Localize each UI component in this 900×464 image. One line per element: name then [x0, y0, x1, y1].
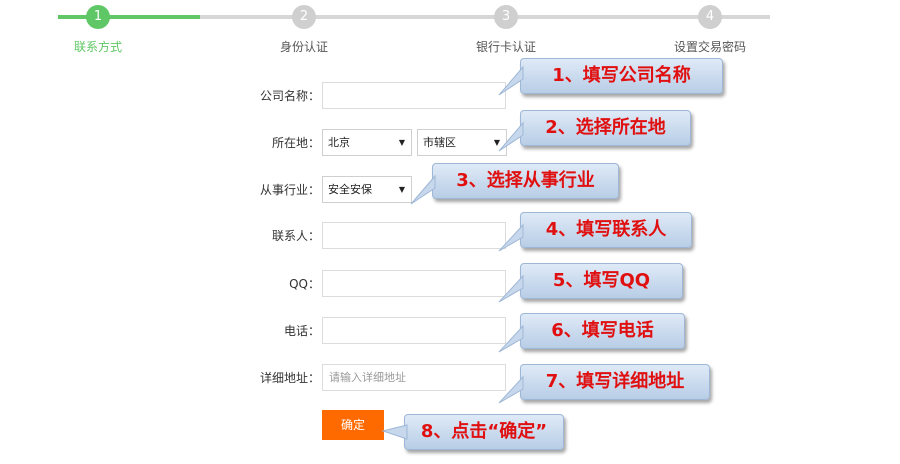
province-select[interactable]: 北京 ▼	[322, 129, 412, 156]
callout-1: 1、填写公司名称	[498, 58, 723, 96]
company-name-input[interactable]	[322, 82, 506, 109]
progress-track-done	[58, 15, 200, 19]
qq-label: QQ：	[289, 277, 320, 291]
step-3-label: 银行卡认证	[475, 40, 537, 54]
callout-6-text: 6、填写电话	[551, 320, 654, 341]
chevron-down-icon: ▼	[398, 138, 405, 147]
step-1-label: 联系方式	[73, 40, 123, 54]
callout-4: 4、填写联系人	[498, 212, 692, 252]
callout-3-text: 3、选择从事行业	[456, 170, 595, 191]
district-select[interactable]: 市辖区 ▼	[417, 129, 507, 156]
callout-2-text: 2、选择所在地	[545, 117, 666, 138]
location-label: 所在地：	[271, 136, 320, 150]
callout-5-text: 5、填写QQ	[552, 270, 651, 291]
callout-2: 2、选择所在地	[498, 110, 691, 152]
province-value: 北京	[328, 136, 350, 149]
qq-input[interactable]	[322, 270, 506, 297]
callout-8: 8、点击“确定”	[381, 414, 564, 450]
callout-pointer	[410, 174, 436, 205]
progress-track-remaining	[200, 15, 770, 19]
callout-4-text: 4、填写联系人	[545, 219, 667, 240]
address-input[interactable]: 请输入详细地址	[322, 364, 506, 391]
callout-pointer	[498, 274, 524, 303]
company-name-label: 公司名称：	[259, 89, 320, 103]
chevron-down-icon: ▼	[398, 185, 405, 194]
step-1-circle: 1	[86, 5, 110, 29]
callout-1-text: 1、填写公司名称	[552, 65, 691, 86]
callout-3: 3、选择从事行业	[410, 163, 619, 205]
callout-6: 6、填写电话	[498, 313, 685, 353]
callout-pointer	[498, 121, 524, 152]
callout-7: 7、填写详细地址	[498, 364, 710, 404]
callout-pointer	[498, 324, 524, 353]
callout-pointer	[498, 223, 524, 252]
step-2-label: 身份认证	[279, 40, 329, 54]
industry-select[interactable]: 安全安保 ▼	[322, 176, 412, 203]
callout-5: 5、填写QQ	[498, 263, 683, 303]
callout-pointer	[498, 65, 524, 96]
district-value: 市辖区	[423, 136, 456, 149]
callout-pointer	[498, 375, 524, 404]
contact-input[interactable]	[322, 222, 506, 249]
phone-label: 电话：	[283, 324, 320, 338]
callout-7-text: 7、填写详细地址	[545, 371, 685, 392]
address-label: 详细地址：	[259, 371, 320, 385]
chevron-down-icon: ▼	[493, 138, 500, 147]
contact-label: 联系人：	[271, 229, 320, 243]
industry-label: 从事行业：	[259, 183, 320, 197]
confirm-button[interactable]: 确定	[322, 410, 384, 440]
step-3-circle: 3	[494, 5, 518, 29]
industry-value: 安全安保	[328, 183, 372, 196]
step-2-circle: 2	[292, 5, 316, 29]
step-4-label: 设置交易密码	[673, 40, 747, 54]
phone-input[interactable]	[322, 317, 506, 344]
callout-8-text: 8、点击“确定”	[420, 421, 548, 442]
callout-pointer	[381, 424, 408, 440]
step-4-circle: 4	[698, 5, 722, 29]
